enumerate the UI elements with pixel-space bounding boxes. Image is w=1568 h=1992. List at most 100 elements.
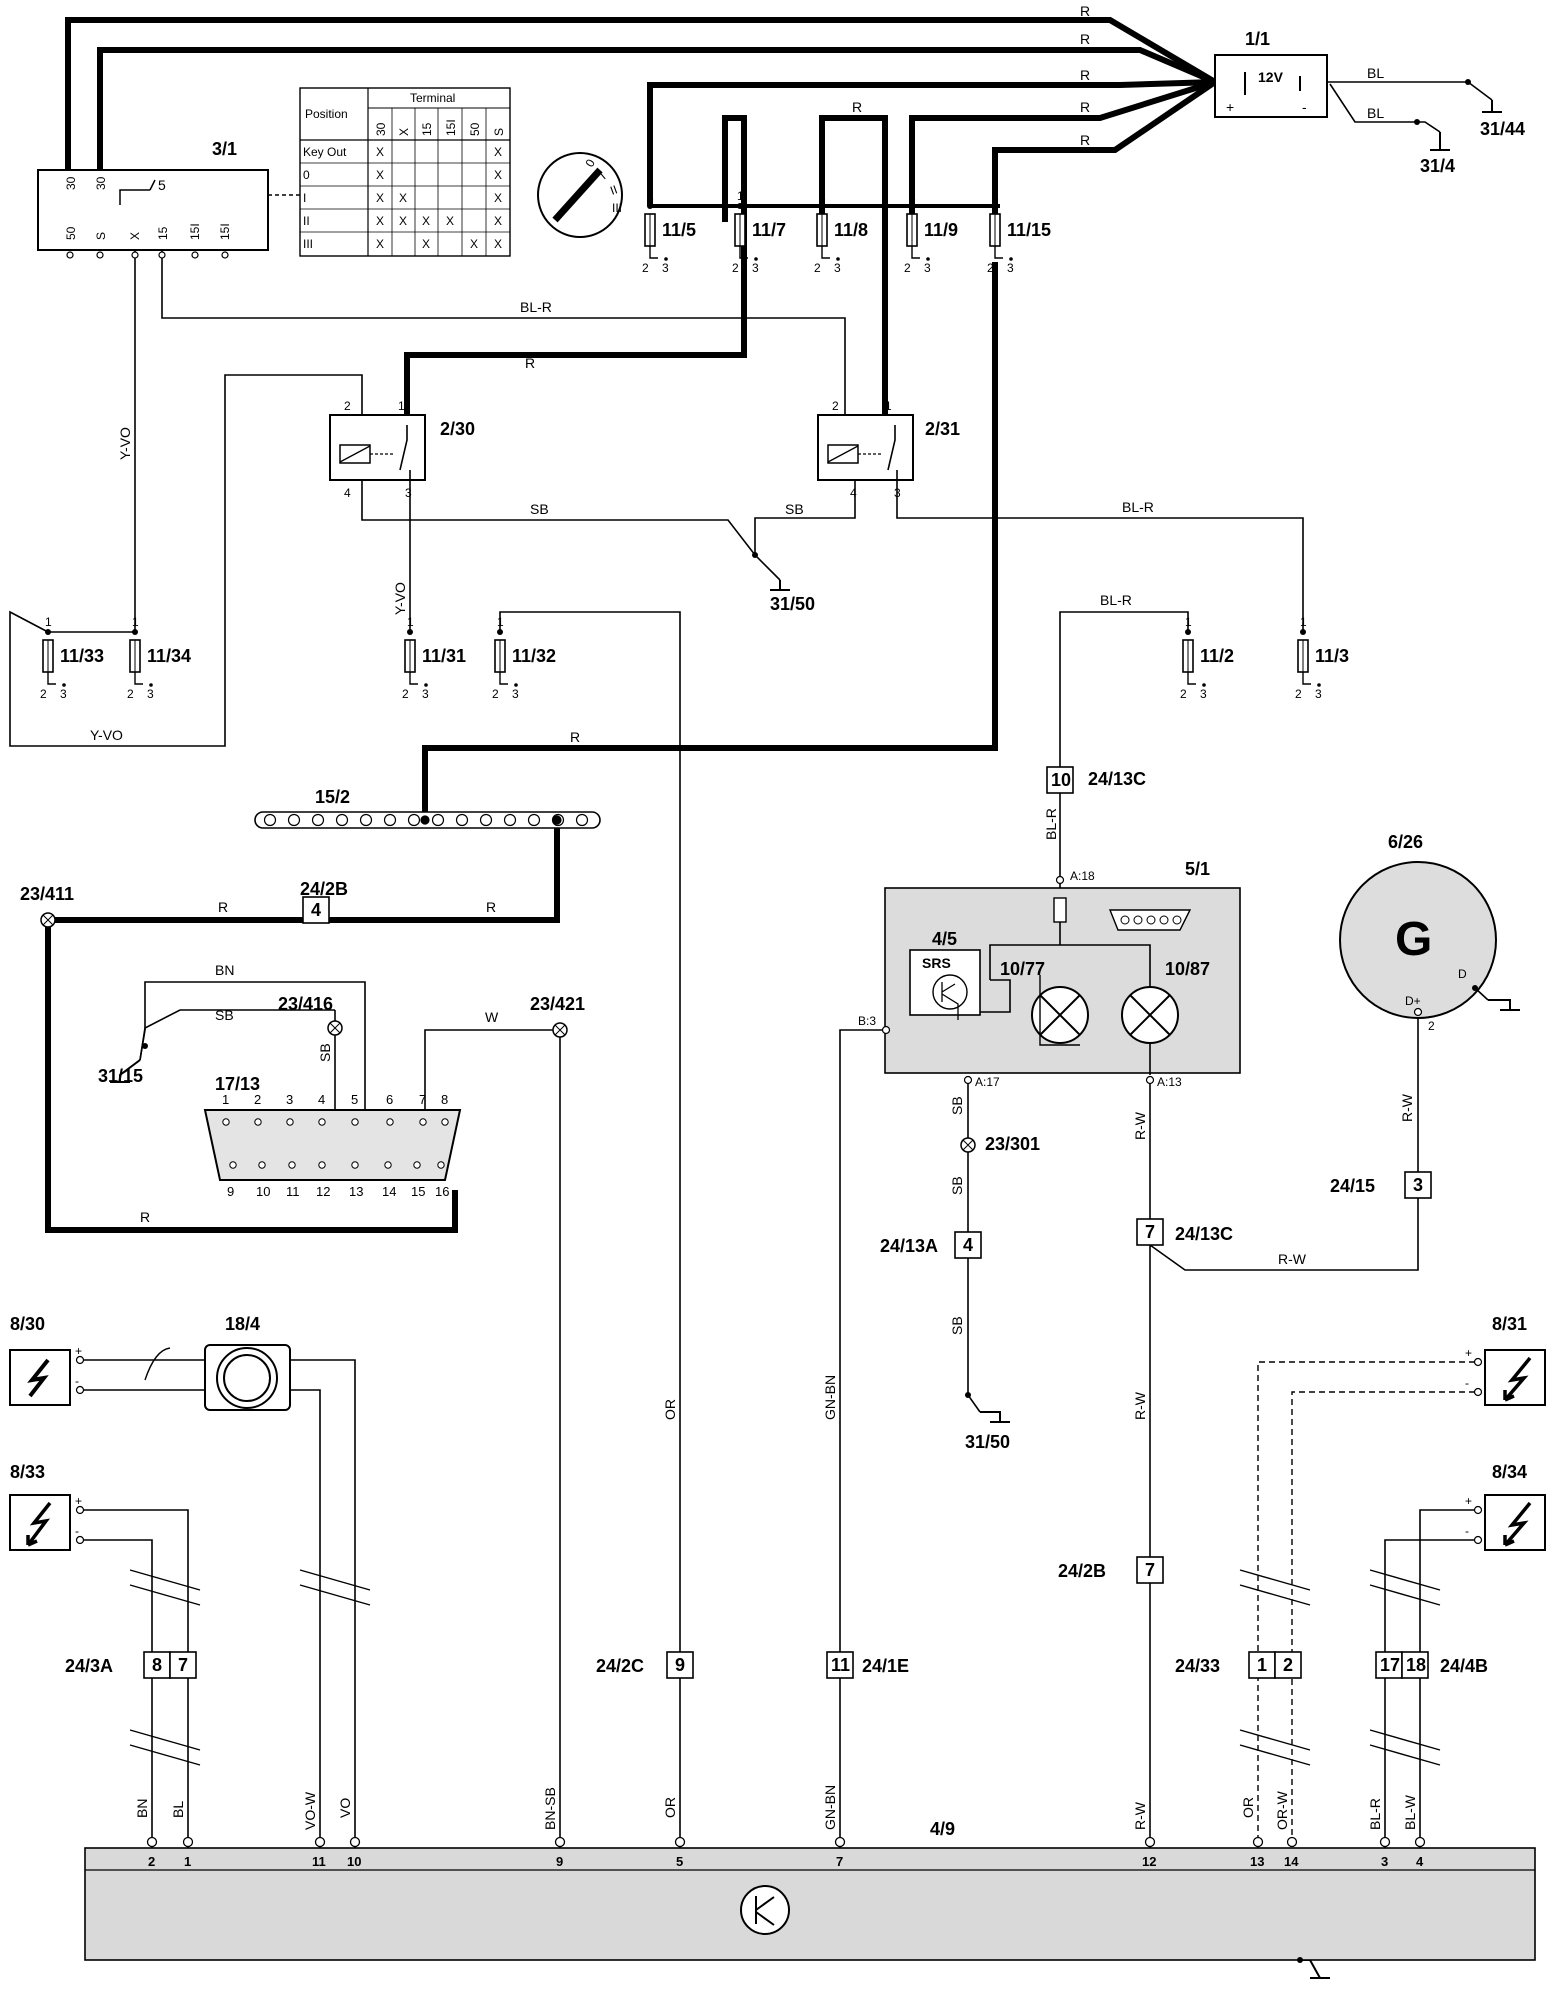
key-pos-ii: II: [608, 182, 619, 197]
relay-2-31-pin1: 1: [885, 399, 892, 413]
fuse-pin-1: 1: [45, 615, 52, 629]
table-mark: X: [376, 214, 384, 228]
terminal-15: 15: [156, 226, 170, 240]
wire-label-bl-r-2: BL-R: [1122, 499, 1154, 515]
control-module-id: 4/9: [930, 1819, 955, 1839]
row-label-i: I: [303, 191, 306, 205]
wire-label-bl-r-3: BL-R: [1100, 592, 1132, 608]
table-mark: X: [494, 214, 502, 228]
sensor-8-30-id: 8/30: [10, 1314, 45, 1334]
ground-31-50-b: 31/50: [965, 1432, 1010, 1452]
sensor-8-31-id: 8/31: [1492, 1314, 1527, 1334]
wire-label-or-1: OR: [662, 1399, 678, 1420]
wire-label-r-10: R: [486, 899, 496, 915]
table-header-position: Position: [305, 107, 348, 121]
connector-id: 24/13A: [880, 1236, 938, 1256]
battery-id: 1/1: [1245, 29, 1270, 49]
row-label-iii: III: [303, 237, 313, 251]
splice-23-421: 23/421: [530, 994, 585, 1014]
splice-points: [40, 912, 976, 1153]
srs-module-id: 4/5: [932, 929, 957, 949]
table-col-30: 30: [374, 122, 388, 136]
battery: 1/1 12V + - BL BL: [1214, 29, 1384, 121]
fuse-pin-3: 3: [1007, 261, 1014, 275]
fuse-pin-3: 3: [512, 687, 519, 701]
table-col-50: 50: [468, 122, 482, 136]
wire-label-r-11: R: [140, 1209, 150, 1225]
connector-pin: 11: [831, 1655, 850, 1675]
sensor-8-34-minus: -: [1465, 1524, 1469, 1538]
wire-label-r-w-1: R-W: [1132, 1111, 1148, 1140]
generator-symbol: G: [1395, 913, 1432, 966]
fuse-pin-2: 2: [492, 687, 499, 701]
wire-label-r-3: R: [1080, 67, 1090, 83]
row-label-key-out: Key Out: [303, 145, 347, 159]
fuse-id: 11/5: [662, 220, 696, 240]
connector-pin: 8: [152, 1655, 162, 1675]
fuse-pin-3: 3: [662, 261, 669, 275]
ecu-pin: 7: [836, 1854, 843, 1869]
ecu-pin: 5: [676, 1854, 683, 1869]
ecu-pin: 14: [1284, 1854, 1299, 1869]
sensor-8-31: 8/31 + -: [1465, 1314, 1546, 1406]
fuse-pin-1: 1: [1185, 615, 1192, 629]
terminal-15i-b: 15I: [218, 223, 232, 240]
fuse-pin-2: 2: [40, 687, 47, 701]
connector-id: 24/2B: [1058, 1561, 1106, 1581]
connector-pin: 18: [1406, 1655, 1426, 1675]
splice-point-cross: [42, 914, 974, 1151]
fuse-pin-2: 2: [1295, 687, 1302, 701]
row-label-ii: II: [303, 214, 310, 228]
ecu-pin: 2: [148, 1854, 155, 1869]
wire-label-r-w-2: R-W: [1278, 1251, 1307, 1267]
ignition-inner-label: 5: [158, 177, 166, 193]
ground-31-50-a: 31/50: [770, 594, 815, 614]
battery-wire-bl-1: BL: [1367, 65, 1384, 81]
wire-label-bn-1: BN: [215, 962, 234, 978]
table-mark: X: [494, 168, 502, 182]
wire-label-r-7: R: [525, 355, 535, 371]
relay-2-30-pin2: 2: [344, 399, 351, 413]
signal-wire-labels: BL-R BL-R BL-R SB SB SB BN W Y-VO Y-VO Y…: [90, 299, 1418, 1830]
table-mark: X: [376, 237, 384, 251]
table-rows: Key Out 0 I II III: [303, 145, 347, 251]
ecu-pin: 9: [556, 1854, 563, 1869]
diag-pin-top: 7: [419, 1092, 426, 1107]
fuse-pin-2: 2: [732, 261, 739, 275]
connector-id: 24/33: [1175, 1656, 1220, 1676]
generator-6-26: G 6/26 D+ D 2: [1339, 832, 1497, 1033]
sensor-8-30-minus: -: [75, 1374, 79, 1388]
connector-id: 24/13C: [1088, 769, 1146, 789]
diag-pin-top: 4: [318, 1092, 325, 1107]
wire-label-bl-r-1: BL-R: [520, 299, 552, 315]
fuse-pin-2: 2: [904, 261, 911, 275]
table-col-15i: 15I: [444, 119, 458, 136]
connector-id: 24/2C: [596, 1656, 644, 1676]
fuse-pin-1: 1: [647, 189, 654, 203]
sensor-8-34-plus: +: [1465, 1494, 1472, 1508]
sensor-8-33: 8/33 + -: [9, 1462, 85, 1551]
relay-2-30: 2 1 4 3 2/30: [329, 399, 475, 500]
table-mark: X: [376, 191, 384, 205]
relay-2-30-pin1: 1: [398, 399, 405, 413]
table-mark: X: [446, 214, 454, 228]
wire-label-r-2: R: [1080, 31, 1090, 47]
connector-pin: 3: [1413, 1175, 1423, 1195]
table-header-terminal: Terminal: [410, 91, 455, 105]
fuse-pin-2: 2: [402, 687, 409, 701]
fuse-pin-2: 2: [127, 687, 134, 701]
fuse-pin-1: 1: [737, 189, 744, 203]
cluster-pin-a17: A:17: [975, 1075, 1000, 1089]
sensor-8-31-plus: +: [1465, 1346, 1472, 1360]
fuse-pin-1: 1: [407, 615, 414, 629]
cluster-pin-a13: A:13: [1157, 1075, 1182, 1089]
